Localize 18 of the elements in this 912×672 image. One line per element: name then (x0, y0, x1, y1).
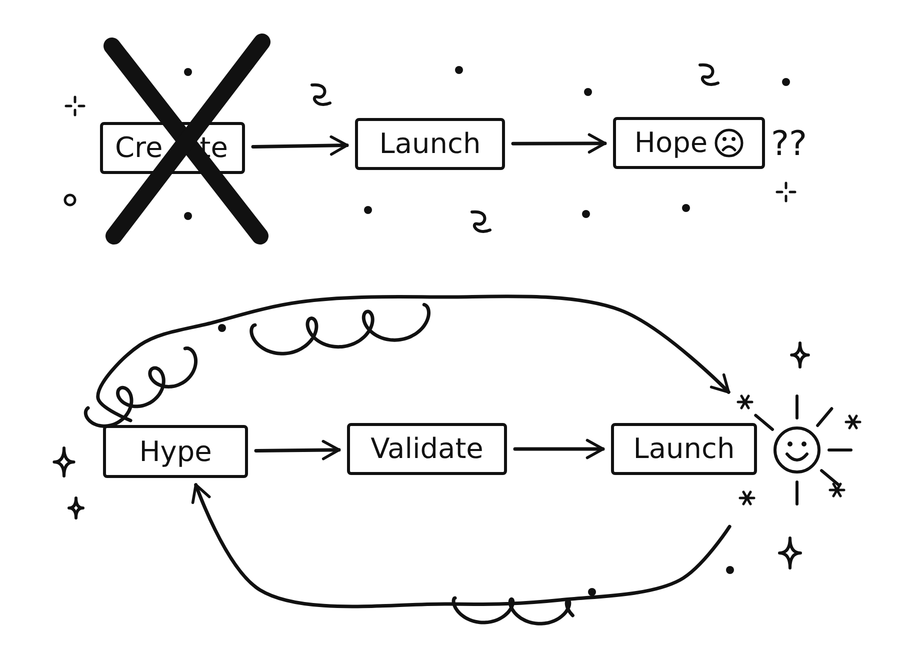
arrow (511, 133, 607, 154)
box-label: Cre (115, 134, 163, 162)
box-label: Hope (634, 129, 708, 157)
arrow (96, 294, 730, 422)
box-label: Validate (370, 435, 484, 463)
box-label: Launch (379, 130, 481, 158)
arrow (513, 438, 605, 460)
process-box (611, 423, 757, 475)
box-label: Hype (139, 438, 212, 466)
box-label: Launch (633, 435, 735, 463)
arrow (251, 135, 349, 156)
process-box (613, 117, 765, 169)
process-box (347, 423, 507, 475)
arrow (192, 483, 732, 608)
process-box (355, 118, 505, 170)
question-marks: ?? (771, 127, 808, 161)
arrow (254, 440, 341, 460)
process-box (103, 425, 248, 478)
